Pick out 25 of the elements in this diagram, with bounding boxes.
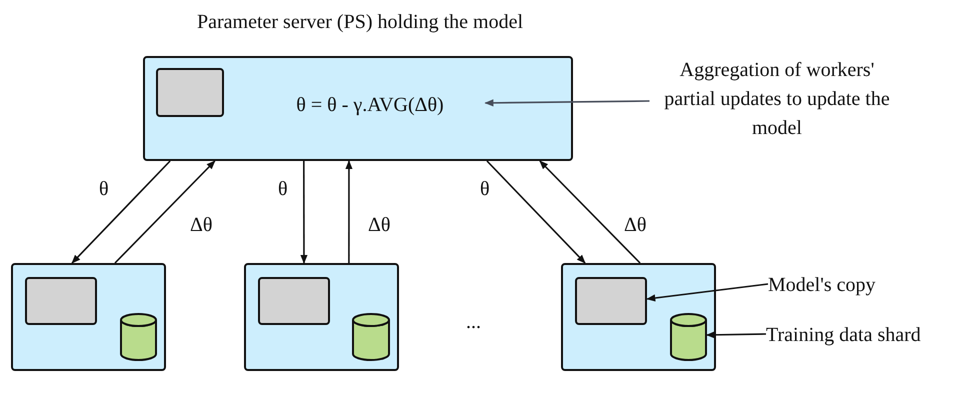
arrow bbox=[345, 160, 353, 263]
server-heading: Parameter server (PS) holding the model bbox=[196, 10, 524, 34]
database-cylinder bbox=[352, 313, 390, 361]
worker-box bbox=[561, 263, 716, 371]
arrow bbox=[300, 161, 308, 264]
arrow bbox=[71, 160, 171, 264]
database-cylinder bbox=[120, 313, 157, 361]
leader-arrow bbox=[646, 283, 768, 302]
callout-text: Training data shard bbox=[766, 320, 976, 348]
annotation-text: Aggregation of workers' partial updates to update the model bbox=[652, 56, 902, 146]
leader-arrow bbox=[706, 331, 766, 338]
model-box bbox=[258, 277, 330, 325]
arrow bbox=[114, 160, 216, 264]
worker-box bbox=[11, 263, 166, 371]
model-box bbox=[575, 277, 647, 325]
arrow bbox=[486, 160, 586, 264]
ellipsis-text: ... bbox=[466, 310, 481, 334]
model-box bbox=[25, 277, 97, 325]
leader-arrow bbox=[484, 99, 650, 106]
arrow bbox=[539, 160, 641, 264]
database-cylinder bbox=[670, 313, 707, 361]
formula-text: θ = θ - γ.AVG(Δθ) bbox=[255, 88, 485, 122]
worker-box bbox=[244, 263, 399, 371]
model-box bbox=[156, 68, 224, 117]
callout-text: Model's copy bbox=[768, 270, 918, 298]
